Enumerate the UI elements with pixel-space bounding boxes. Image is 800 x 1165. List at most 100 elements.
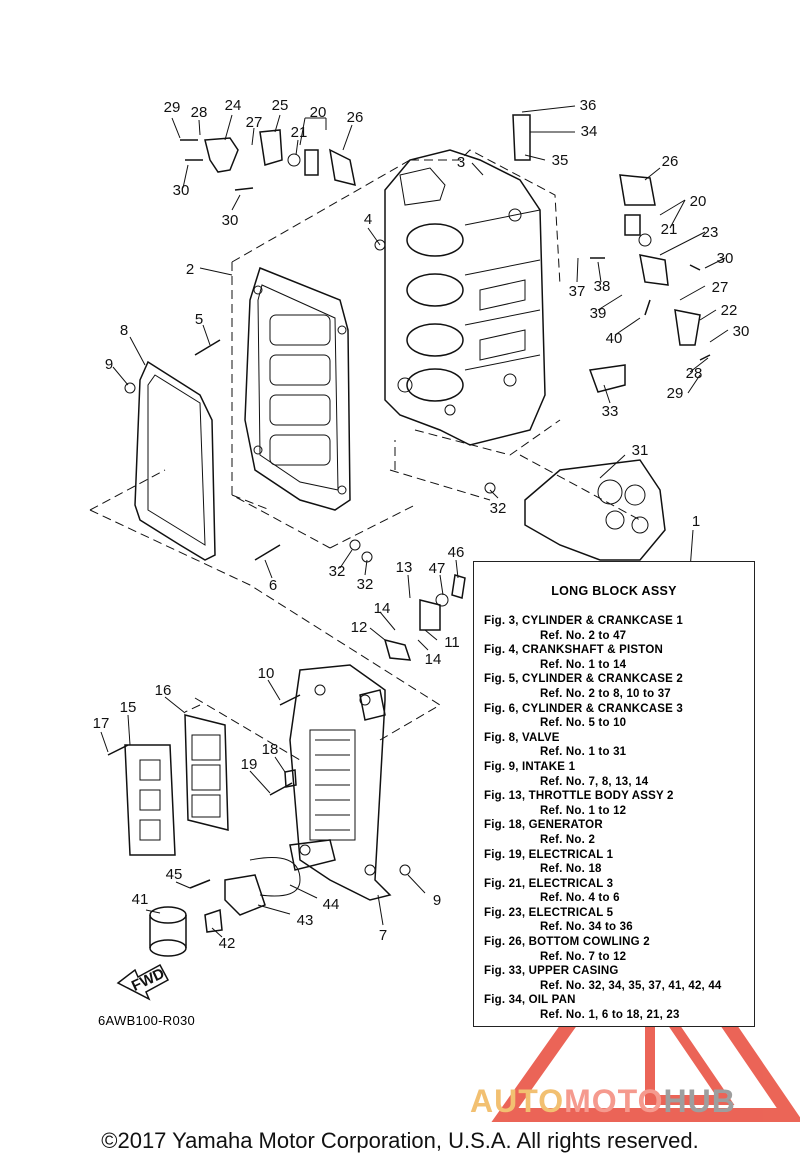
legend-fig: Fig. 6, CYLINDER & CRANKCASE 3 [484, 702, 683, 715]
callout-21: 21 [291, 124, 308, 141]
watermark-moto: MOTO [564, 1083, 664, 1119]
callout-35: 35 [552, 152, 569, 169]
legend-ref: Ref. No. 1, 6 to 18, 21, 23 [484, 1008, 750, 1023]
callout-45: 45 [166, 866, 183, 883]
legend-ref: Ref. No. 2 to 8, 10 to 37 [484, 687, 750, 702]
callout-46: 46 [448, 544, 465, 561]
watermark-logo: AUTOMOTOHUB [470, 1083, 736, 1120]
oil-filter [149, 906, 187, 957]
callout-27: 27 [712, 279, 729, 296]
legend-fig: Fig. 19, ELECTRICAL 1 [484, 848, 614, 861]
callout-3: 3 [457, 154, 465, 171]
callout-24: 24 [225, 97, 242, 114]
callout-25: 25 [272, 97, 289, 114]
legend-fig: Fig. 5, CYLINDER & CRANKCASE 2 [484, 673, 683, 686]
dashed-assembly-lines [89, 149, 641, 761]
legend-ref-text: Ref. No. 1 to 31 [540, 746, 627, 759]
legend-ref-text: Ref. No. 7, 8, 13, 14 [540, 775, 649, 788]
callout-26: 26 [662, 153, 679, 170]
legend-ref-text: Ref. No. 2 to 47 [540, 629, 627, 642]
callout-11: 11 [444, 634, 460, 651]
base-gasket [524, 459, 666, 561]
callout-12: 12 [351, 619, 368, 636]
callout-8: 8 [120, 322, 128, 339]
legend-fig: Fig. 23, ELECTRICAL 5 [484, 906, 614, 919]
callout-5: 5 [195, 311, 203, 328]
callout-20: 20 [690, 193, 707, 210]
legend-ref-text: Ref. No. 18 [540, 863, 602, 876]
callout-26: 26 [347, 109, 364, 126]
callout-13: 13 [396, 559, 413, 576]
legend-ref-text: Ref. No. 7 to 12 [540, 950, 627, 963]
legend-ref: Ref. No. 32, 34, 35, 37, 41, 42, 44 [484, 979, 750, 994]
callout-29: 29 [667, 385, 684, 402]
callout-28: 28 [191, 104, 208, 121]
legend-ref-text: Ref. No. 1 to 12 [540, 804, 627, 817]
legend-fig: Fig. 18, GENERATOR [484, 819, 603, 832]
callout-37: 37 [569, 283, 586, 300]
legend-fig: Fig. 26, BOTTOM COWLING 2 [484, 936, 650, 949]
callout-44: 44 [323, 896, 340, 913]
legend-title: LONG BLOCK ASSY [551, 584, 677, 598]
legend-ref-text: Ref. No. 2 [540, 833, 596, 846]
thermostat-parts [204, 114, 701, 393]
legend-fig: Fig. 8, VALVE [484, 731, 560, 744]
callout-15: 15 [120, 699, 137, 716]
callout-30: 30 [733, 323, 750, 340]
callout-22: 22 [721, 302, 738, 319]
legend-fig: Fig. 33, UPPER CASING [484, 965, 619, 978]
legend-ref-text: Ref. No. 1, 6 to 18, 21, 23 [540, 1009, 680, 1022]
callout-9: 9 [433, 892, 441, 909]
legend-ref: Ref. No. 7 to 12 [484, 950, 750, 965]
legend-ref: Ref. No. 7, 8, 13, 14 [484, 775, 750, 790]
legend-ref: Ref. No. 5 to 10 [484, 716, 750, 731]
callout-10: 10 [258, 665, 275, 682]
callout-43: 43 [297, 912, 314, 929]
callout-2: 2 [186, 261, 194, 278]
bolts [107, 139, 711, 889]
legend-fig: Fig. 9, INTAKE 1 [484, 760, 576, 773]
callout-33: 33 [602, 403, 619, 420]
side-cover [124, 714, 229, 856]
legend-ref: Ref. No. 34 to 36 [484, 920, 750, 935]
legend-ref: Ref. No. 1 to 14 [484, 658, 750, 673]
legend-ref: Ref. No. 2 [484, 833, 750, 848]
drawing-code: 6AWB100-R030 [98, 1013, 196, 1028]
legend-ref-text: Ref. No. 4 to 6 [540, 892, 620, 905]
callout-28: 28 [686, 365, 703, 382]
legend-fig: Fig. 13, THROTTLE BODY ASSY 2 [484, 790, 674, 803]
callout-32: 32 [357, 576, 374, 593]
callout-14: 14 [374, 600, 391, 617]
legend-ref-text: Ref. No. 2 to 8, 10 to 37 [540, 687, 671, 700]
legend-fig: Fig. 21, ELECTRICAL 3 [484, 877, 614, 890]
callout-4: 4 [364, 211, 372, 228]
fwd-arrow-icon: FWD [116, 963, 170, 1001]
callout-34: 34 [581, 123, 598, 140]
callout-32: 32 [490, 500, 507, 517]
callout-20: 20 [310, 104, 327, 121]
watermark-auto: AUTO [470, 1083, 565, 1119]
callout-19: 19 [241, 756, 258, 773]
callout-18: 18 [262, 741, 279, 758]
legend-ref: Ref. No. 1 to 12 [484, 804, 750, 819]
callout-31: 31 [632, 442, 649, 459]
callout-16: 16 [155, 682, 172, 699]
small-fittings [204, 574, 466, 933]
callout-40: 40 [606, 330, 623, 347]
callout-6: 6 [269, 577, 277, 594]
legend-box: LONG BLOCK ASSY Fig. 3, CYLINDER & CRANK… [473, 561, 755, 1027]
legend-ref-text: Ref. No. 34 to 36 [540, 921, 633, 934]
cylinder-head [244, 267, 351, 511]
legend-ref-text: Ref. No. 5 to 10 [540, 717, 627, 730]
leader-lines [100, 105, 729, 938]
callout-42: 42 [219, 935, 236, 952]
exhaust-cover [289, 664, 392, 901]
crankcase-block [384, 149, 546, 446]
watermark-hub: HUB [663, 1083, 736, 1119]
callout-29: 29 [164, 99, 181, 116]
legend-fig: Fig. 4, CRANKSHAFT & PISTON [484, 644, 663, 657]
callout-14: 14 [425, 651, 442, 668]
callout-38: 38 [594, 278, 611, 295]
